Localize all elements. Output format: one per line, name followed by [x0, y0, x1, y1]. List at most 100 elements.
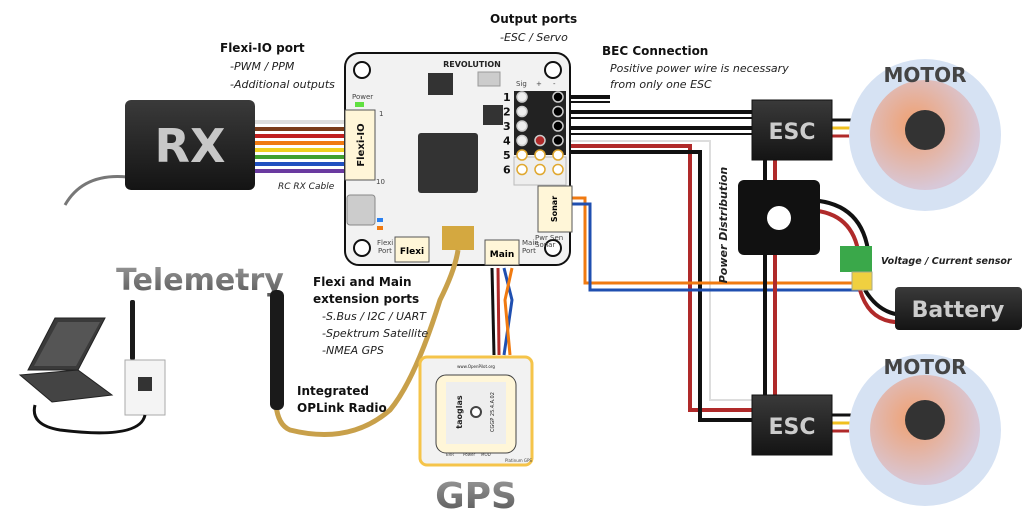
antenna-brand: taoglas [455, 395, 464, 429]
ext-ports-title: extension ports [313, 292, 419, 306]
sonar-pin-label: Sonar [535, 241, 555, 249]
sonar-connector[interactable] [537, 185, 573, 233]
battery-label: Battery [912, 298, 1005, 323]
output-port-pin[interactable] [516, 91, 528, 103]
gps-url: www.OpenPilot.org [457, 364, 495, 369]
flexi-io-connector-label: Flexi-IO [356, 123, 367, 166]
flexi-port-caption: Flexi [377, 239, 393, 247]
sonar-pin-label: Pwr Sen [535, 234, 563, 242]
gps-module: taoglas CGGP 25.4.A.02 www.OpenPilot.org… [418, 355, 534, 467]
main-port-label: Main [490, 250, 515, 260]
bec-note: Positive power wire is necessary [610, 62, 789, 75]
output-port-pin[interactable] [552, 91, 564, 103]
pin-10-label: 10 [376, 178, 385, 186]
output-port-pin[interactable] [516, 163, 528, 176]
output-port-pin[interactable] [534, 149, 546, 161]
usb-cable [32, 404, 147, 435]
oplink-antenna-connector [442, 226, 474, 250]
bec-note: from only one ESC [610, 78, 712, 91]
ext-ports-item: -S.Bus / I2C / UART [322, 310, 427, 323]
sonar-wires [572, 196, 860, 292]
rc-cable-label: RC RX Cable [278, 182, 335, 192]
sensor-connector [851, 271, 873, 291]
oplink-label: OPLink Radio [297, 401, 387, 415]
ext-ports-item: -Spektrum Satellite [322, 327, 428, 340]
telemetry-title: Telemetry [116, 263, 284, 298]
main-port-caption: Port [522, 247, 536, 255]
oplink-antenna-cable [273, 249, 461, 437]
oplink-label: Integrated [297, 384, 369, 398]
flexi-io-title: Flexi-IO port [220, 41, 305, 55]
power-led [355, 102, 364, 107]
output-port-number: 2 [503, 106, 511, 119]
output-port-pin[interactable] [552, 120, 564, 132]
motor-top-label: MOTOR [884, 63, 967, 87]
laptop-icon [18, 317, 114, 403]
flexi-port[interactable] [394, 236, 430, 263]
output-port-pin[interactable] [534, 163, 546, 176]
rx-label: RX [155, 119, 226, 173]
gps-led-label: Power [463, 452, 475, 457]
output-port-pin[interactable] [516, 149, 528, 161]
main-port[interactable] [484, 239, 520, 266]
pin-1-label: 1 [379, 110, 383, 118]
antenna-model: CGGP 25.4.A.02 [490, 392, 496, 432]
output-port-pin[interactable] [552, 163, 564, 176]
flexi-io-item: -Additional outputs [230, 78, 335, 91]
gps-title: GPS [435, 476, 517, 517]
motor-bottom: MOTOR [849, 354, 1001, 506]
output-port-pin[interactable] [534, 134, 546, 147]
esc-bottom: ESC [751, 394, 833, 456]
output-ports-item: -ESC / Servo [500, 31, 568, 44]
flexi-port-label: Flexi [400, 247, 424, 257]
esc-top-label: ESC [768, 120, 815, 145]
gps-led-label: MOD [481, 452, 491, 457]
header-col-plus: + [536, 80, 542, 88]
rx-receiver: RX [125, 100, 255, 190]
power-led-label: Power [352, 93, 373, 101]
header-col-sig: Sig [516, 80, 527, 88]
ext-ports-item: -NMEA GPS [322, 344, 384, 357]
output-port-number: 4 [503, 135, 511, 148]
board-brand: REVOLUTION [443, 60, 501, 69]
esc-signal-wires [565, 95, 755, 422]
power-distribution-label: Power Distribution [717, 167, 730, 284]
mcu-chip [418, 133, 478, 193]
header-col-minus: - [553, 80, 556, 88]
ext-ports-title: Flexi and Main [313, 275, 412, 289]
output-port-pin[interactable] [516, 134, 528, 147]
telemetry-antenna [130, 300, 135, 360]
gps-led-label: ERR [446, 452, 454, 457]
motor-top: MOTOR [849, 59, 1001, 211]
esc-top: ESC [751, 99, 833, 161]
gps-board-name: Platinum GPS [505, 458, 532, 463]
oplink-antenna [270, 290, 284, 410]
gps-cable [490, 267, 514, 356]
main-port-caption: Main [522, 239, 539, 247]
output-port-number: 6 [503, 164, 511, 177]
voltage-sensor-label: Voltage / Current sensor [881, 256, 1013, 267]
output-port-pin[interactable] [552, 149, 564, 161]
voltage-current-sensor [840, 246, 872, 272]
motor-bottom-label: MOTOR [884, 355, 967, 379]
output-port-pin[interactable] [552, 134, 564, 147]
output-port-pin[interactable] [516, 120, 528, 132]
output-port-number: 1 [503, 91, 511, 104]
output-port-number: 5 [503, 149, 511, 162]
rx-antenna-wire [63, 175, 136, 206]
revolution-board: REVOLUTION Power Flexi-IO 1 10 Sig + - 1… [344, 52, 573, 266]
bec-title: BEC Connection [602, 44, 708, 58]
output-port-pin[interactable] [516, 105, 528, 118]
esc-bottom-label: ESC [768, 415, 815, 440]
power-distribution-board [738, 180, 820, 255]
usb-port [346, 194, 376, 226]
flexi-port-caption: Port [378, 247, 392, 255]
flexi-io-item: -PWM / PPM [230, 60, 295, 73]
flexi-io-connector[interactable] [344, 109, 376, 181]
battery: Battery [895, 287, 1022, 330]
output-port-number: 3 [503, 120, 511, 133]
output-port-pin[interactable] [552, 105, 564, 118]
rc-rx-cable [250, 120, 350, 173]
sonar-label: Sonar [550, 196, 559, 222]
